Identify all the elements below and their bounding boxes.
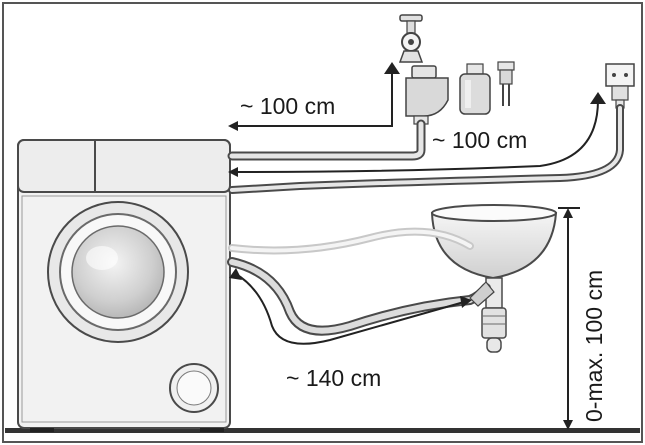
inlet-length-label: ~ 100 cm (240, 93, 335, 119)
sink-icon (430, 204, 558, 353)
drain-height-label: 0-max. 100 cm (581, 270, 607, 422)
hose-connector-icon (497, 61, 515, 106)
power-cable (228, 104, 624, 194)
power-cable-length-label: ~ 100 cm (432, 127, 527, 153)
drain-length-arrow (229, 268, 472, 345)
hose-adapter-icon (459, 63, 491, 115)
drain-height-arrow (558, 207, 580, 430)
power-socket-icon (605, 63, 635, 109)
water-tap-icon (398, 14, 424, 63)
power-cable-arrow (228, 92, 606, 177)
aquastop-valve-icon (405, 65, 449, 125)
floor (5, 428, 640, 433)
drain-hose (227, 257, 495, 336)
inlet-hose (227, 119, 426, 161)
inlet-length-arrow (228, 62, 400, 131)
washing-machine-icon (17, 139, 231, 432)
drain-length-label: ~ 140 cm (286, 365, 381, 391)
